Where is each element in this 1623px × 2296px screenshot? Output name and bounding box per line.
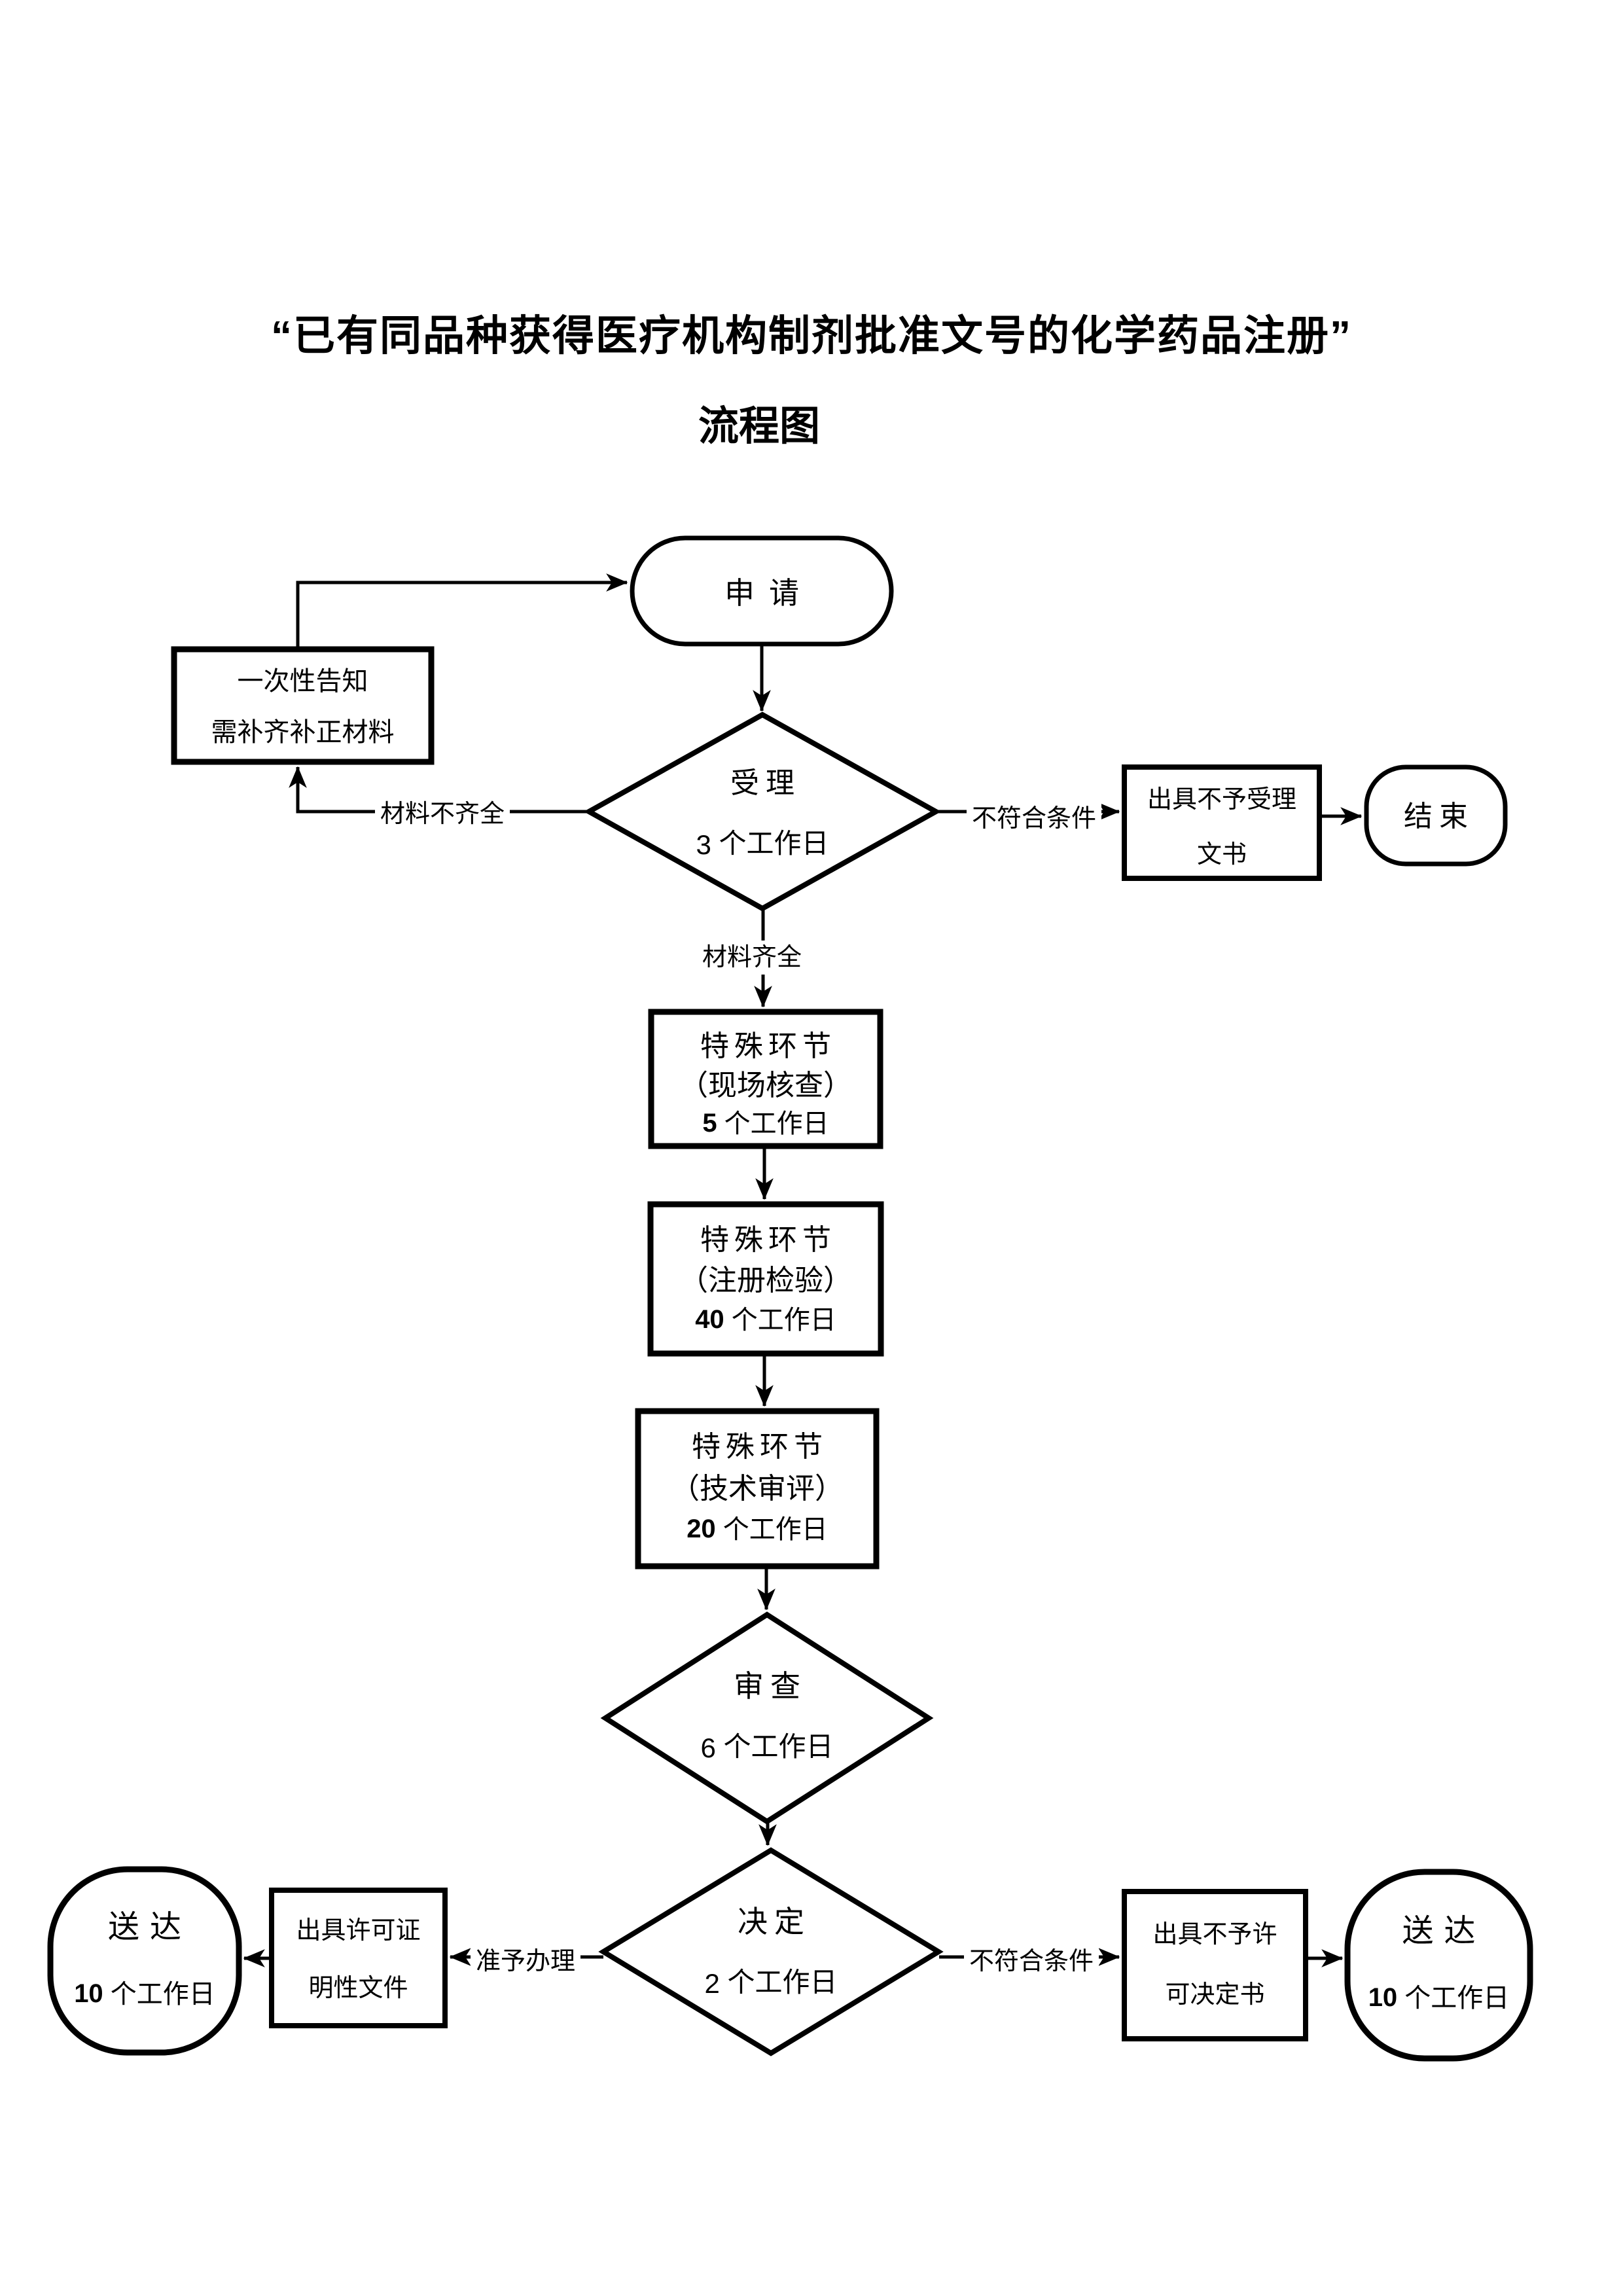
stadium-shape xyxy=(1344,1869,1533,2062)
stadium-shape xyxy=(47,1866,242,2056)
rect-shape xyxy=(1122,1889,1308,2041)
node-text: （现场核查） xyxy=(679,1069,852,1102)
edge-label-not-qualified-decide: 不符合条件 xyxy=(964,1945,1099,1979)
node-text: 3 个工作日 xyxy=(696,829,829,860)
flow-node-end: 结束 xyxy=(1364,764,1508,867)
node-text: 可决定书 xyxy=(1165,1981,1264,2009)
rect-shape xyxy=(635,1408,880,1570)
node-text: 出具不予许 xyxy=(1152,1921,1277,1948)
flow-node-deliver-left: 送达 10 个工作日 xyxy=(47,1866,242,2056)
diamond-shape xyxy=(583,711,942,912)
flow-node-review-decision: 审查 6 个工作日 xyxy=(600,1611,934,1825)
flow-node-step-registration-test: 特殊环节 （注册检验） 40 个工作日 xyxy=(647,1201,884,1357)
node-text: 5 个工作日 xyxy=(702,1109,829,1138)
edge-label-text: 准予办理 xyxy=(476,1948,575,1975)
node-text: 结束 xyxy=(1404,800,1474,833)
node-text: 明性文件 xyxy=(308,1975,408,2002)
node-text: （注册检验） xyxy=(679,1265,852,1297)
node-text: 20 个工作日 xyxy=(687,1515,828,1544)
node-text: 10 个工作日 xyxy=(74,1979,215,2009)
node-text: （技术审评） xyxy=(671,1473,844,1505)
rect-shape xyxy=(647,1201,884,1357)
edge-label-bg xyxy=(964,1945,1099,1979)
flow-edge-notify-to-apply xyxy=(296,573,628,649)
flow-node-step-onsite-check: 特殊环节 （现场核查） 5 个工作日 xyxy=(648,1009,883,1149)
node-text: 特殊环节 xyxy=(692,1431,828,1463)
rect-shape xyxy=(171,646,435,765)
flow-node-step-technical-review: 特殊环节 （技术审评） 20 个工作日 xyxy=(635,1408,880,1570)
rect-shape xyxy=(1122,764,1322,881)
node-text: 10 个工作日 xyxy=(1368,1983,1510,2013)
page-title: “已有同品种获得医疗机构制剂批准文号的化学药品注册” xyxy=(271,312,1352,359)
flow-node-final-decision: 决定 2 个工作日 xyxy=(598,1847,944,2056)
node-text: 6 个工作日 xyxy=(700,1732,833,1763)
node-text: 申请 xyxy=(724,577,813,610)
node-text: 审查 xyxy=(734,1670,807,1703)
stadium-shape xyxy=(1364,764,1508,867)
node-text: 一次性告知 xyxy=(238,666,368,696)
node-text: 送达 xyxy=(108,1910,192,1945)
edge-label-text: 不符合条件 xyxy=(972,805,1096,833)
flow-node-deliver-right: 送达 10 个工作日 xyxy=(1344,1869,1533,2062)
node-text: 特殊环节 xyxy=(700,1030,836,1062)
edge-label-materials-complete: 材料齐全 xyxy=(697,941,807,975)
flow-node-apply: 申请 xyxy=(630,535,894,647)
node-text: 决定 xyxy=(738,1905,811,1939)
edge-label-text: 材料齐全 xyxy=(702,944,802,971)
node-text: 40 个工作日 xyxy=(695,1305,836,1335)
edge-label-text: 不符合条件 xyxy=(969,1948,1094,1975)
node-text: 出具许可证 xyxy=(296,1917,420,1945)
edge-label-materials-incomplete: 材料不齐全 xyxy=(375,797,510,831)
edge-label-bg xyxy=(697,941,807,975)
edge-label-approved: 准予办理 xyxy=(471,1945,580,1979)
flow-node-accept-decision: 受理 3 个工作日 xyxy=(583,711,942,912)
diamond-shape xyxy=(598,1847,944,2056)
node-text: 送达 xyxy=(1402,1914,1486,1948)
edge-label-text: 材料不齐全 xyxy=(380,800,505,828)
node-text: 需补齐补正材料 xyxy=(211,717,395,747)
node-text: 2 个工作日 xyxy=(704,1968,837,1999)
node-text: 出具不予受理 xyxy=(1147,786,1296,814)
diamond-shape xyxy=(600,1611,934,1825)
page-subtitle: 流程图 xyxy=(698,404,820,449)
rect-shape xyxy=(269,1888,448,2028)
node-text: 特殊环节 xyxy=(700,1224,836,1256)
edge-label-bg xyxy=(375,797,510,831)
edge-label-not-qualified-accept: 不符合条件 xyxy=(967,802,1101,836)
node-text: 文书 xyxy=(1197,841,1247,869)
node-text: 受理 xyxy=(730,767,801,799)
rect-shape xyxy=(648,1009,883,1149)
edge-label-bg xyxy=(471,1945,580,1979)
edge-label-bg xyxy=(967,802,1101,836)
